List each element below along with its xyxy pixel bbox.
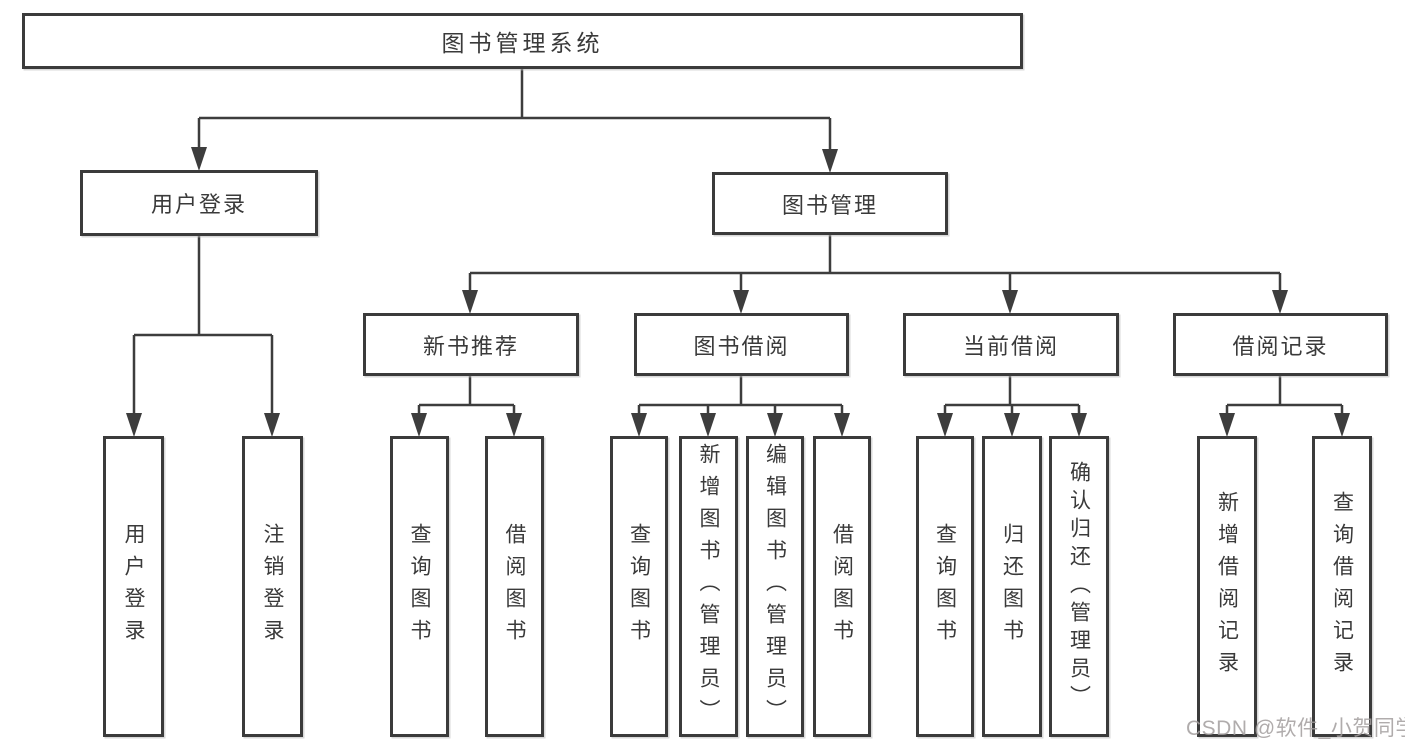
node-logout-leaf: 注销登录 xyxy=(242,436,303,737)
connector-book-management-to-level3 xyxy=(462,235,1288,314)
node-bb-query-books: 查询图书 xyxy=(610,436,668,737)
node-current-borrowing: 当前借阅 xyxy=(903,313,1119,376)
connector-current-borrow-to-leaves xyxy=(937,376,1087,437)
node-nb-borrow-books: 借阅图书 xyxy=(485,436,544,737)
node-bb-borrow-books: 借阅图书 xyxy=(813,436,871,737)
connector-root-to-level2 xyxy=(191,68,838,173)
node-bb-edit-books-admin: 编辑图书（管理员） xyxy=(746,436,804,737)
node-user-login-leaf: 用户登录 xyxy=(103,436,164,737)
node-book-borrowing: 图书借阅 xyxy=(634,313,849,376)
node-cb-confirm-return-admin: 确认归还（管理员） xyxy=(1049,436,1109,737)
node-bb-add-books-admin: 新增图书（管理员） xyxy=(679,436,738,737)
node-cb-query-books: 查询图书 xyxy=(916,436,974,737)
node-borrowing-records: 借阅记录 xyxy=(1173,313,1388,376)
connector-borrow-record-to-leaves xyxy=(1219,376,1350,437)
node-nb-query-books: 查询图书 xyxy=(390,436,449,737)
node-library-management-system: 图书管理系统 xyxy=(22,13,1023,69)
node-br-add-record: 新增借阅记录 xyxy=(1197,436,1257,737)
node-new-book-recommendation: 新书推荐 xyxy=(363,313,579,376)
connector-user-login-to-leaves xyxy=(126,236,280,437)
connector-book-borrow-to-leaves xyxy=(631,376,850,437)
node-cb-return-books: 归还图书 xyxy=(982,436,1042,737)
watermark-text: CSDN @软件_小贺同学 xyxy=(1186,717,1405,740)
node-user-login: 用户登录 xyxy=(80,170,318,236)
node-br-query-record: 查询借阅记录 xyxy=(1312,436,1372,737)
connector-new-book-to-leaves xyxy=(411,376,522,437)
node-book-management: 图书管理 xyxy=(712,172,948,235)
